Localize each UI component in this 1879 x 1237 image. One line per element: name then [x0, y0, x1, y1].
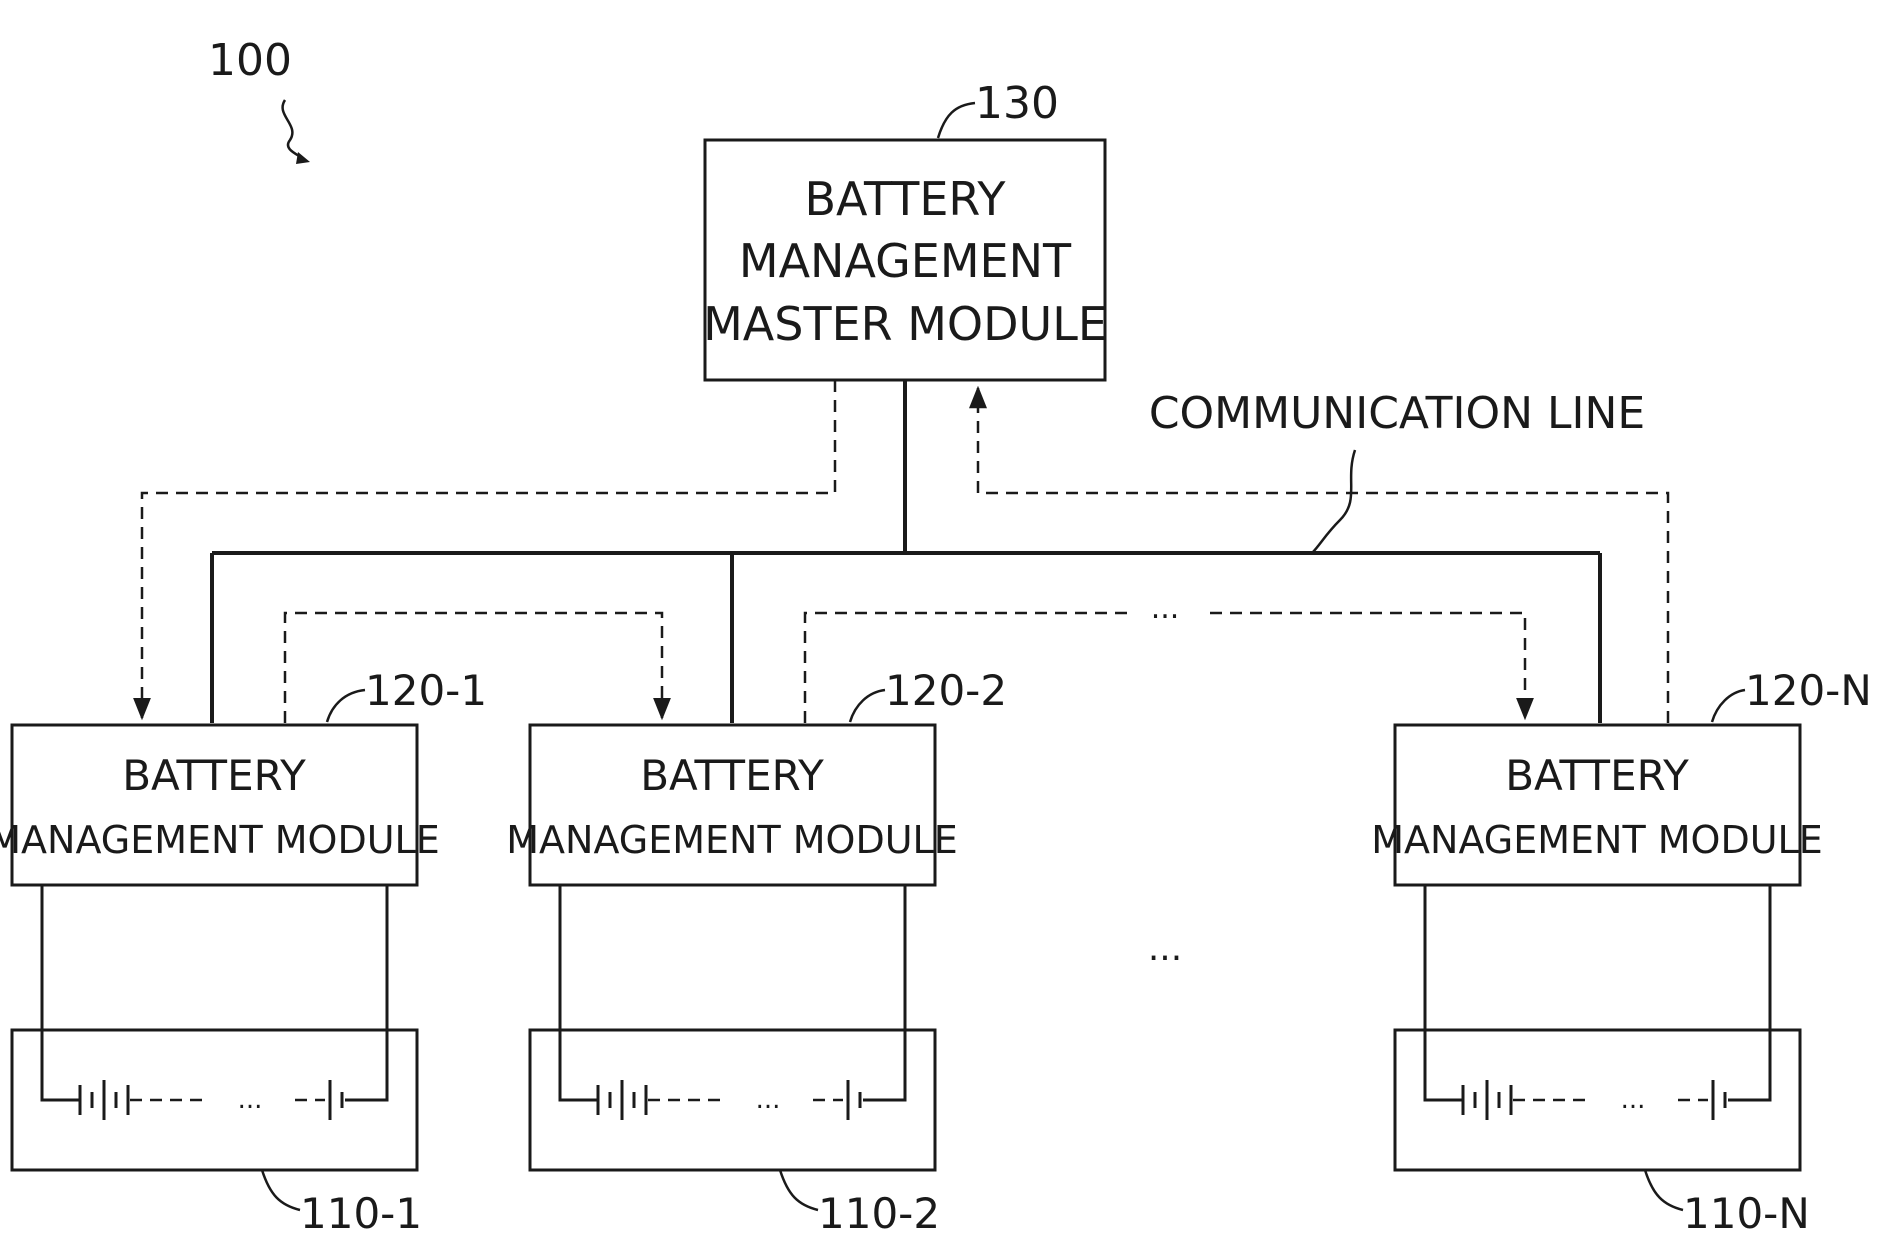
ref-pack-2: 110-2: [818, 1189, 940, 1237]
ref-module-2: 120-2: [885, 666, 1007, 715]
battery-pack-1: ...: [12, 885, 417, 1170]
master-module-line-3: MASTER MODULE: [703, 297, 1107, 351]
cell-ellipsis: ...: [1621, 1085, 1646, 1115]
ref-pack-2-leader: [780, 1170, 818, 1210]
ref-module-2-leader: [850, 690, 885, 722]
ref-module-1-leader: [327, 690, 365, 722]
ref-module-n: 120-N: [1745, 666, 1872, 715]
ref-pack-1-leader: [262, 1170, 300, 1210]
comm-line-leader: [1312, 450, 1355, 553]
cell-ellipsis: ...: [756, 1085, 781, 1115]
master-module-line-1: BATTERY: [804, 172, 1006, 226]
module-n-line-1: BATTERY: [1505, 751, 1689, 800]
module-1-line-1: BATTERY: [122, 751, 306, 800]
module-n-line-2: MANAGEMENT MODULE: [1371, 818, 1822, 862]
ref-module-1: 120-1: [365, 666, 487, 715]
battery-pack-2: ...: [530, 885, 935, 1170]
ref-pack-1: 110-1: [300, 1189, 422, 1237]
ref-pack-n-leader: [1645, 1170, 1683, 1210]
ref-pack-n: 110-N: [1683, 1189, 1810, 1237]
module-2-line-2: MANAGEMENT MODULE: [506, 818, 957, 862]
ref-system-arrowhead: [296, 152, 310, 164]
ref-system-pointer: [283, 100, 305, 160]
ref-system: 100: [208, 35, 292, 86]
dashed-ellipsis: ...: [1151, 591, 1180, 626]
ref-module-n-leader: [1712, 690, 1745, 722]
battery-pack-n: ...: [1395, 885, 1800, 1170]
master-module-line-2: MANAGEMENT: [739, 234, 1072, 288]
comm-line-label: COMMUNICATION LINE: [1149, 388, 1645, 439]
module-2-line-1: BATTERY: [640, 751, 824, 800]
module-1-line-2: MANAGEMENT MODULE: [0, 818, 440, 862]
cell-ellipsis: ...: [238, 1085, 263, 1115]
module-ellipsis: ...: [1148, 928, 1182, 969]
ref-master-leader: [938, 103, 975, 138]
ref-master: 130: [975, 78, 1059, 129]
dashed-to-module-n: [1210, 613, 1525, 718]
